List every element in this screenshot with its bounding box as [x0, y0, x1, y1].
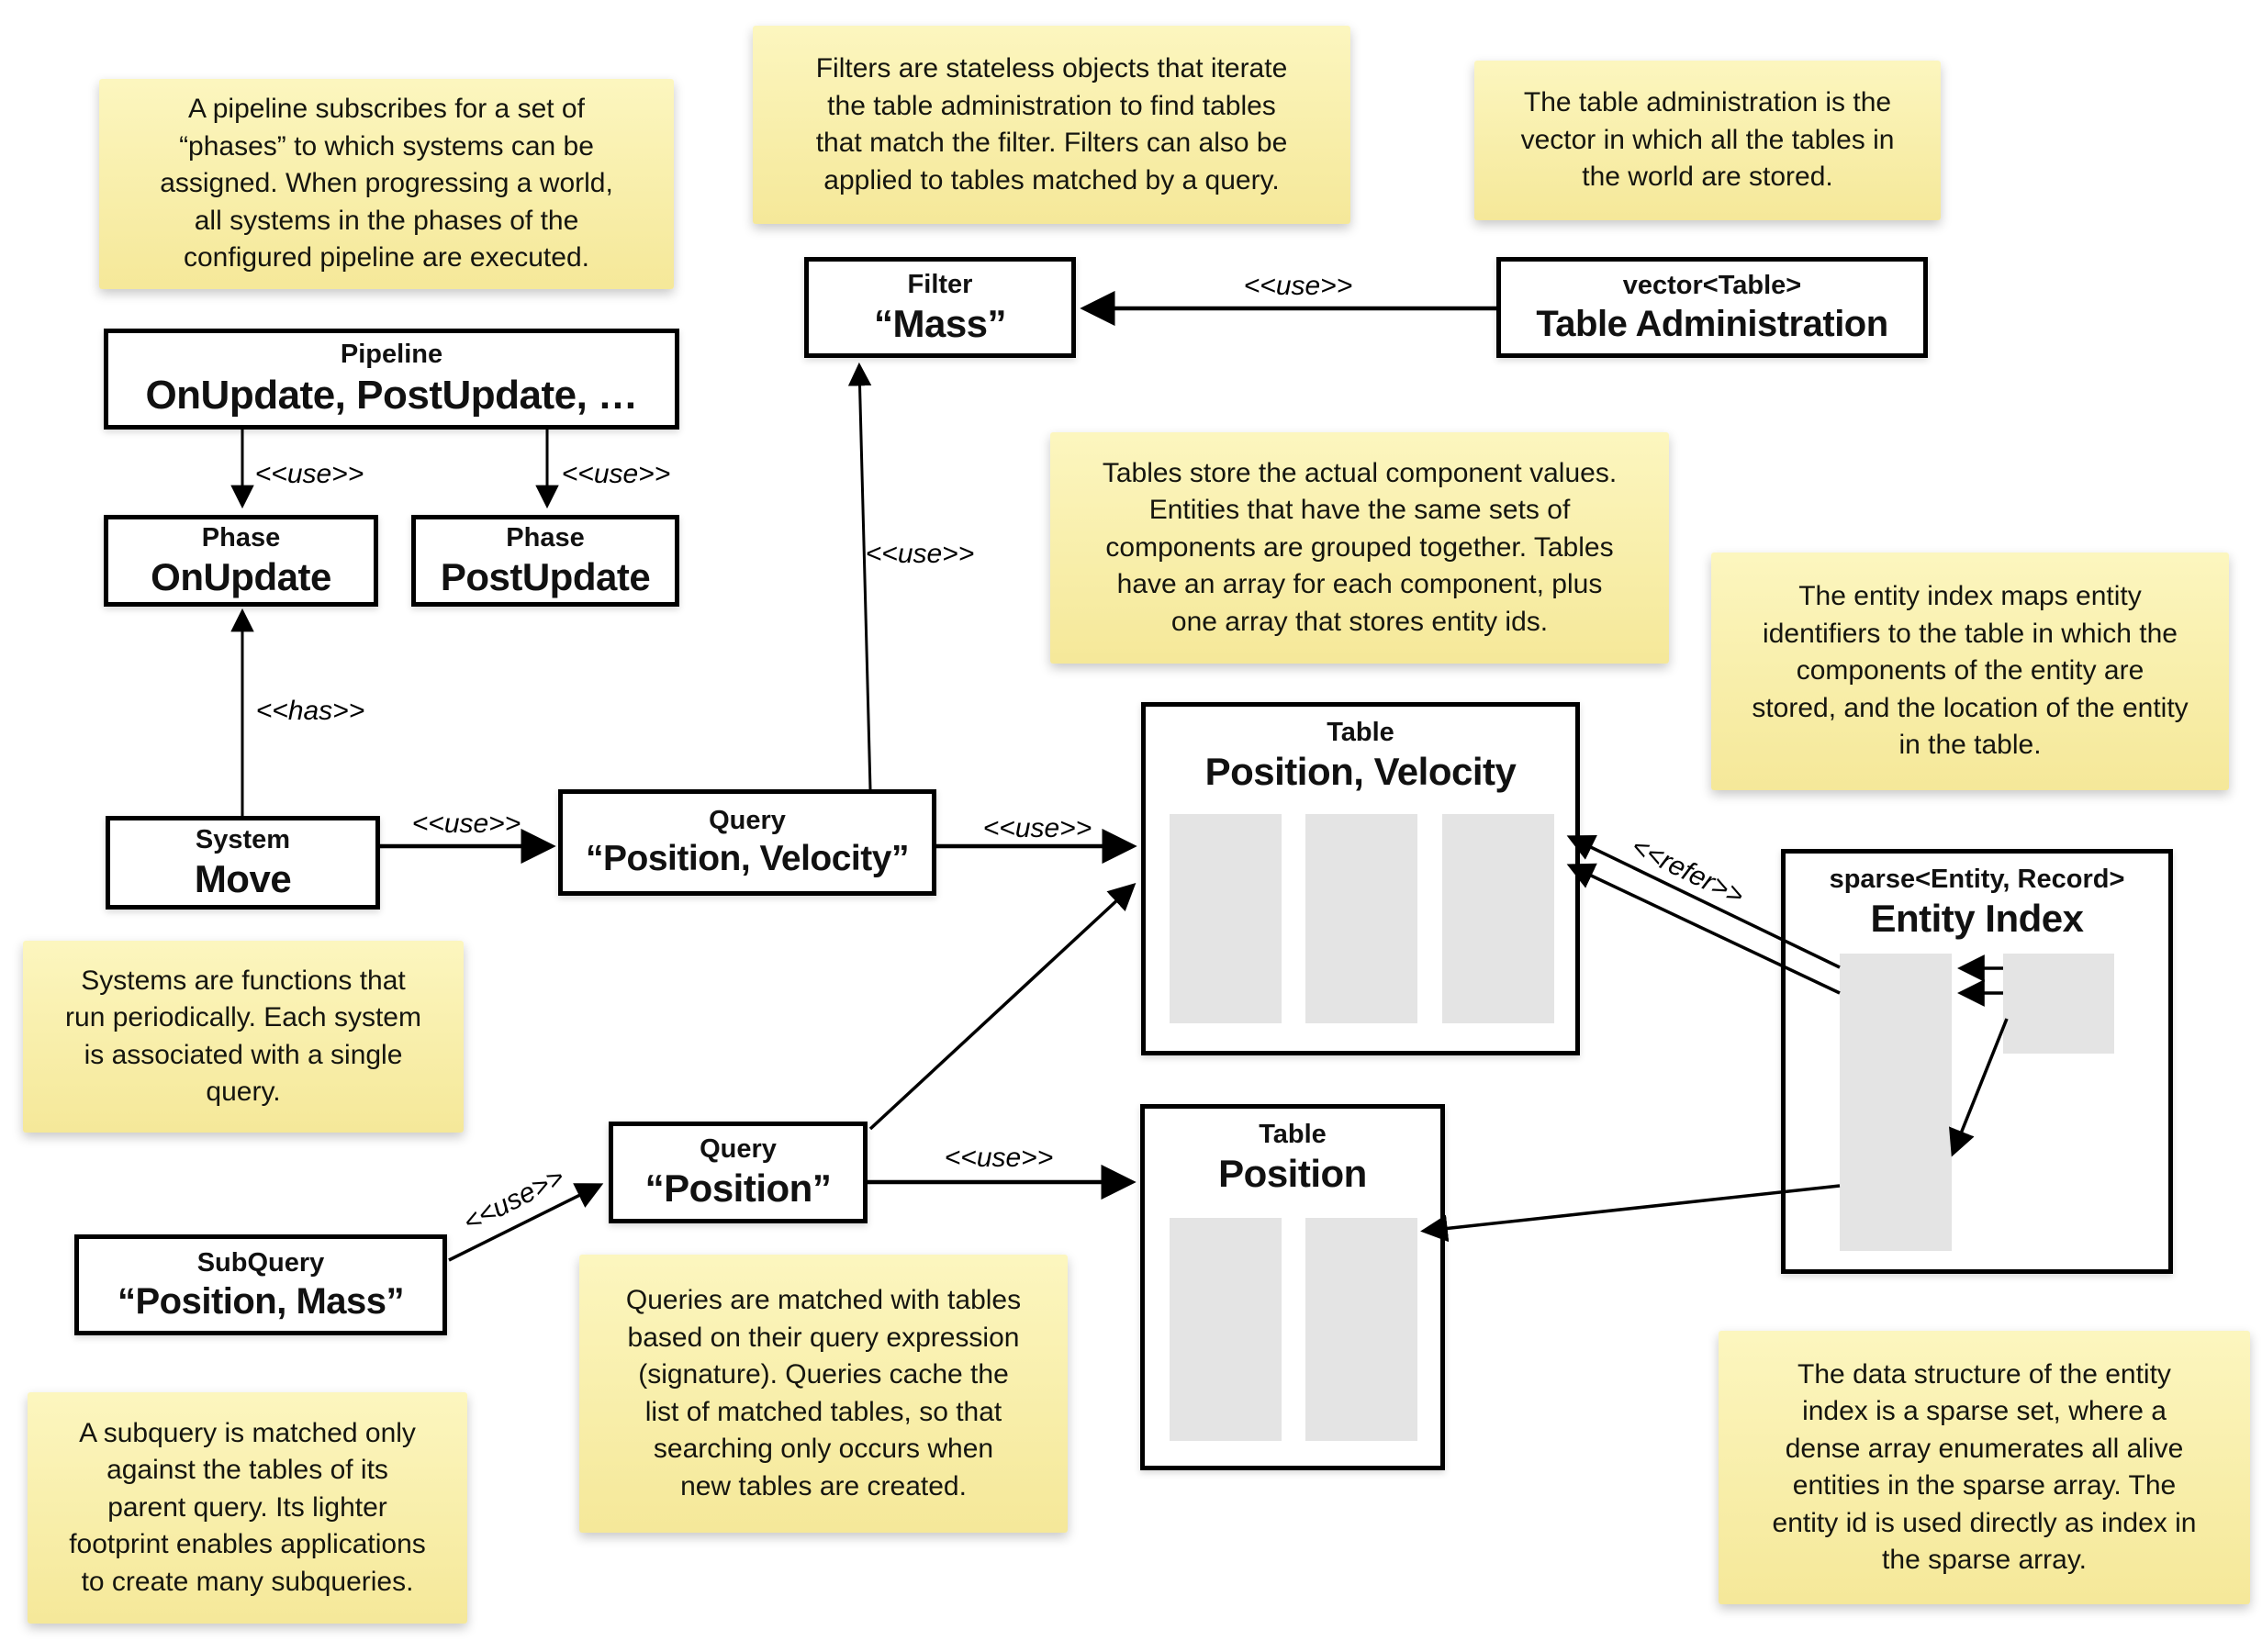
note-sparse-set: The data structure of the entity index i… — [1719, 1331, 2250, 1604]
box-table-position-velocity: Table Position, Velocity — [1141, 702, 1580, 1055]
dense-array-block — [2003, 954, 2114, 1054]
label-use-system-query: <<use>> — [411, 809, 521, 839]
box-pipeline: Pipeline OnUpdate, PostUpdate, … — [104, 329, 679, 430]
box-query-position-type: Query — [700, 1134, 777, 1165]
component-array-column — [1305, 814, 1417, 1023]
component-array-column — [1305, 1218, 1417, 1441]
component-array-column — [1442, 814, 1554, 1023]
box-filter-mass: Filter “Mass” — [804, 257, 1076, 358]
box-subquery-type: SubQuery — [196, 1247, 325, 1278]
arrow-entityindex-to-table-pos — [1420, 1184, 1841, 1243]
arrow-query-to-filter — [847, 362, 872, 790]
box-query-position: Query “Position” — [609, 1122, 868, 1223]
box-system-move: System Move — [106, 816, 380, 910]
box-table-position-velocity-label: Position, Velocity — [1204, 750, 1517, 794]
note-pipeline: A pipeline subscribes for a set of “phas… — [99, 79, 674, 289]
box-table-position-velocity-type: Table — [1327, 718, 1394, 747]
note-queries: Queries are matched with tables based on… — [579, 1255, 1068, 1533]
box-table-administration-label: Table Administration — [1536, 304, 1888, 345]
component-array-column — [1170, 814, 1282, 1023]
box-table-position-label: Position — [1218, 1152, 1367, 1196]
component-array-column — [1170, 1218, 1282, 1441]
box-entity-index-type: sparse<Entity, Record> — [1829, 865, 2125, 894]
sparse-array-column — [1840, 954, 1952, 1251]
box-system-move-type: System — [195, 824, 291, 854]
box-pipeline-label: OnUpdate, PostUpdate, … — [145, 372, 638, 418]
box-phase-onupdate: Phase OnUpdate — [104, 515, 378, 607]
box-phase-onupdate-label: OnUpdate — [151, 554, 331, 598]
box-phase-postupdate-label: PostUpdate — [440, 554, 651, 598]
note-systems: Systems are functions that run periodica… — [23, 941, 464, 1133]
label-use-query-table: <<use>> — [982, 813, 1092, 843]
box-phase-postupdate: Phase PostUpdate — [411, 515, 679, 607]
box-subquery-position-mass: SubQuery “Position, Mass” — [74, 1234, 447, 1335]
box-subquery-label: “Position, Mass” — [117, 1281, 405, 1323]
box-query-position-label: “Position” — [644, 1166, 832, 1211]
label-refer-entityindex-table: <<refer>> — [1626, 831, 1749, 912]
box-query-position-velocity-type: Query — [709, 806, 786, 836]
label-use-pipeline-onupdate: <<use>> — [254, 459, 364, 489]
box-table-position-type: Table — [1259, 1120, 1327, 1149]
note-filters: Filters are stateless objects that itera… — [753, 26, 1350, 224]
label-use-subquery-query: <<use>> — [458, 1161, 570, 1239]
box-filter-mass-label: “Mass” — [873, 301, 1007, 345]
arrow-querypos-to-table-pv — [868, 882, 1137, 1131]
box-table-administration: vector<Table> Table Administration — [1496, 257, 1928, 358]
note-table-administration: The table administration is the vector i… — [1474, 61, 1941, 220]
box-table-administration-type: vector<Table> — [1622, 270, 1802, 300]
note-subquery: A subquery is matched only against the t… — [28, 1392, 467, 1624]
label-use-query-filter: <<use>> — [865, 539, 975, 569]
note-tables: Tables store the actual component values… — [1050, 432, 1669, 664]
label-use-querypos-table: <<use>> — [944, 1143, 1054, 1173]
box-phase-postupdate-type: Phase — [506, 522, 585, 553]
box-query-position-velocity-label: “Position, Velocity” — [586, 838, 909, 878]
box-query-position-velocity: Query “Position, Velocity” — [558, 789, 936, 896]
note-entity-index: The entity index maps entity identifiers… — [1711, 553, 2229, 790]
label-use-pipeline-postupdate: <<use>> — [561, 459, 671, 489]
box-table-position: Table Position — [1140, 1104, 1445, 1470]
box-phase-onupdate-type: Phase — [201, 522, 281, 553]
box-system-move-label: Move — [194, 856, 292, 900]
box-entity-index-label: Entity Index — [1870, 897, 2084, 941]
label-has-system-phase: <<has>> — [255, 696, 365, 726]
box-filter-mass-type: Filter — [907, 269, 973, 299]
box-entity-index: sparse<Entity, Record> Entity Index — [1781, 849, 2173, 1274]
label-use-tableadmin-filter: <<use>> — [1243, 271, 1353, 301]
box-pipeline-type: Pipeline — [340, 340, 443, 370]
